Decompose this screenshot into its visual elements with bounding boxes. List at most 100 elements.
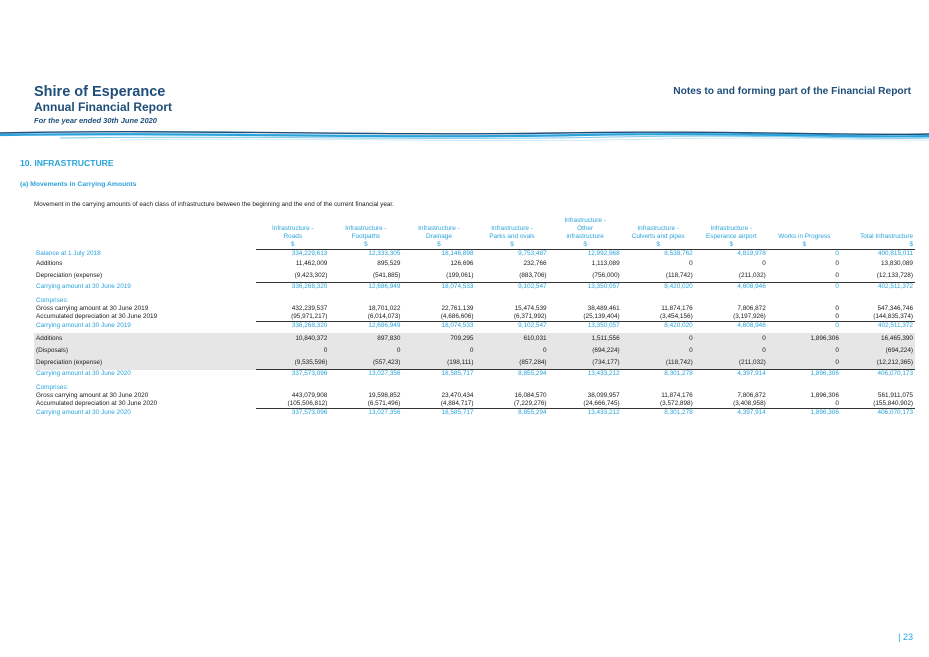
cell-value: 0 [475,345,549,357]
cell-value: 0 [835,272,839,279]
cell-value: 126,696 [450,260,474,267]
cell-value: 18,074,533 [402,282,476,291]
cell-value: (734,177) [548,357,622,370]
cell-value: (211,032) [694,357,768,370]
table-row: Carrying amount at 30 June 2019 336,268,3… [34,321,915,330]
cell-value [402,378,475,392]
cell-value: 13,830,089 [881,260,913,267]
cell-value: 0 [694,345,768,357]
cell-value: 8,420,020 [621,321,695,330]
cell-value [256,291,329,305]
currency-unit: $ [402,241,476,250]
cell-value: 1,896,306 [767,408,841,417]
row-label: Gross carrying amount at 30 June 2019 [36,305,149,312]
cell-value: 13,027,356 [329,369,403,378]
decorative-wave-divider [0,131,929,141]
cell-value: 23,470,434 [441,392,474,399]
column-header-line: Infrastructure - [418,225,460,232]
column-header-line: Drainage [425,233,452,240]
currency-unit: $ [694,241,768,250]
cell-value: (883,706) [519,272,547,279]
cell-value: 1,511,556 [548,333,622,345]
cell-value: 561,911,075 [877,392,913,399]
cell-value: 16,084,570 [514,392,547,399]
cell-value: 8,855,294 [475,408,549,417]
cell-value: 9,102,547 [475,321,549,330]
cell-value: (9,535,596) [256,357,330,370]
cell-value: 336,268,320 [256,321,330,330]
cell-value: 11,462,009 [295,260,328,267]
cell-value [329,378,402,392]
column-header-line: Total Infrastructure [860,233,913,240]
cell-value: 0 [835,260,839,267]
currency-unit: $ [256,241,330,250]
cell-value: 12,686,949 [329,282,403,291]
currency-unit: $ [840,241,915,250]
column-header-line: Other [577,225,594,232]
cell-value: 38,099,957 [587,392,620,399]
cell-value: 13,027,356 [329,408,403,417]
row-label: Additions [36,260,63,267]
column-header: Works in Progress [768,217,841,241]
cell-value: 13,350,057 [548,282,622,291]
cell-value: (6,371,992) [513,313,547,320]
cell-value: 0 [621,333,695,345]
currency-unit: $ [548,241,622,250]
cell-value: 0 [767,321,841,330]
row-label: Carrying amount at 30 June 2019 [36,321,131,329]
cell-value: (9,423,302) [294,272,328,279]
notes-title: Notes to and forming part of the Financi… [673,86,911,97]
currency-row-spacer [34,241,256,250]
cell-value: (7,229,276) [513,400,547,407]
cell-value: 13,433,212 [548,408,622,417]
cell-value [841,291,915,305]
cell-value: (4,884,717) [440,400,474,407]
column-header: Infrastructure -Drainage [402,217,475,241]
row-label: Comprises: [36,384,69,391]
row-label: Depreciation (expense) [34,357,257,370]
cell-value [402,291,475,305]
cell-value: 0 [767,282,841,291]
cell-value: 16,465,390 [840,333,915,345]
column-header: Infrastructure -Culverts and pipes [622,217,695,241]
cell-value: 18,585,717 [402,369,476,378]
currency-unit: $ [621,241,695,250]
cell-value: 0 [402,345,476,357]
currency-row: $$$$$$$$$ [34,241,915,250]
report-period: For the year ended 30th June 2020 [34,116,157,125]
cell-value: 1,113,089 [591,260,620,267]
cell-value: 0 [767,357,841,370]
cell-value: 7,806,872 [737,392,766,399]
cell-value: 402,511,372 [840,321,915,330]
cell-value: (3,572,898) [660,400,693,407]
table-row: Accumulated depreciation at 30 June 2020… [34,400,915,409]
row-label: Additions [34,333,257,345]
cell-value: 4,819,978 [737,250,766,257]
cell-value: (756,000) [592,272,620,279]
organisation-name: Shire of Esperance [34,84,166,100]
cell-value: 4,608,946 [694,282,768,291]
cell-value: (199,061) [446,272,474,279]
column-header: Infrastructure -Esperance airport [695,217,768,241]
cell-value: 547,346,746 [877,305,913,312]
cell-value: 10,840,372 [256,333,330,345]
column-header: Infrastructure -Parks and ovals [475,217,548,241]
cell-value: 11,874,176 [661,392,693,399]
cell-value: 406,070,173 [840,408,915,417]
cell-value: 38,489,461 [587,305,620,312]
row-label: Carrying amount at 30 June 2019 [36,282,131,290]
cell-value: 9,753,487 [518,250,547,257]
cell-value: (857,284) [475,357,549,370]
cell-value: 402,511,372 [840,282,915,291]
cell-value [841,378,915,392]
column-header-line: Infrastructure - [564,217,606,224]
cell-value: (3,197,926) [733,313,766,320]
cell-value: (3,408,958) [733,400,766,407]
